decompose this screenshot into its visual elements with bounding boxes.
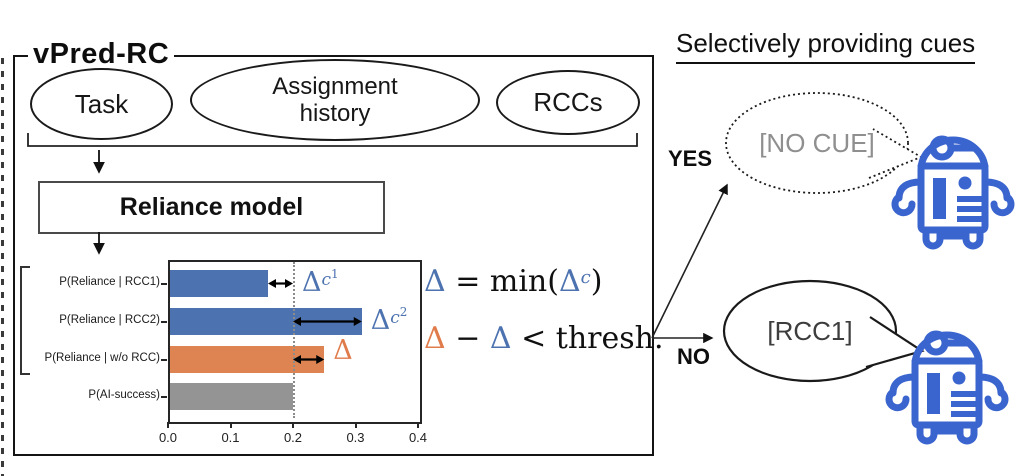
formula2-delta-blue: Δ: [489, 321, 512, 356]
formula1-delta: Δ: [424, 264, 446, 299]
input-label-assignment-history: Assignment history: [272, 73, 398, 127]
no-label: NO: [677, 344, 710, 369]
yes-label: YES: [668, 146, 713, 171]
section-title-selectively-providing-cues: Selectively providing cues: [676, 28, 976, 64]
reliance-model-box: Reliance model: [38, 181, 385, 234]
reliance-model-label: Reliance model: [119, 193, 304, 221]
vpred-rc-panel: vPred-RC: [13, 38, 654, 456]
formula-delta-min: Δ = min(Δc): [424, 264, 603, 299]
bubble-text-no-cue: [NO CUE]: [759, 128, 875, 158]
input-ellipse-task: Task: [30, 68, 173, 140]
input-ellipse-rccs: RCCs: [496, 70, 640, 135]
formula2-delta-orange: Δ: [424, 321, 446, 356]
bubble-text-rcc1: [RCC1]: [767, 316, 853, 346]
input-label-rccs: RCCs: [533, 87, 603, 117]
input-label-task: Task: [74, 88, 129, 119]
panel-title: vPred-RC: [28, 38, 175, 71]
figure-crop-dashed-border: [1, 58, 4, 476]
robot-icon-no: [889, 334, 1005, 441]
arrow-yes-branch: [651, 183, 728, 339]
formula-threshold: Δ − Δ < thresh.: [424, 321, 664, 356]
robot-icon-yes: [895, 139, 1011, 246]
input-ellipse-assignment-history: Assignment history: [190, 59, 480, 141]
